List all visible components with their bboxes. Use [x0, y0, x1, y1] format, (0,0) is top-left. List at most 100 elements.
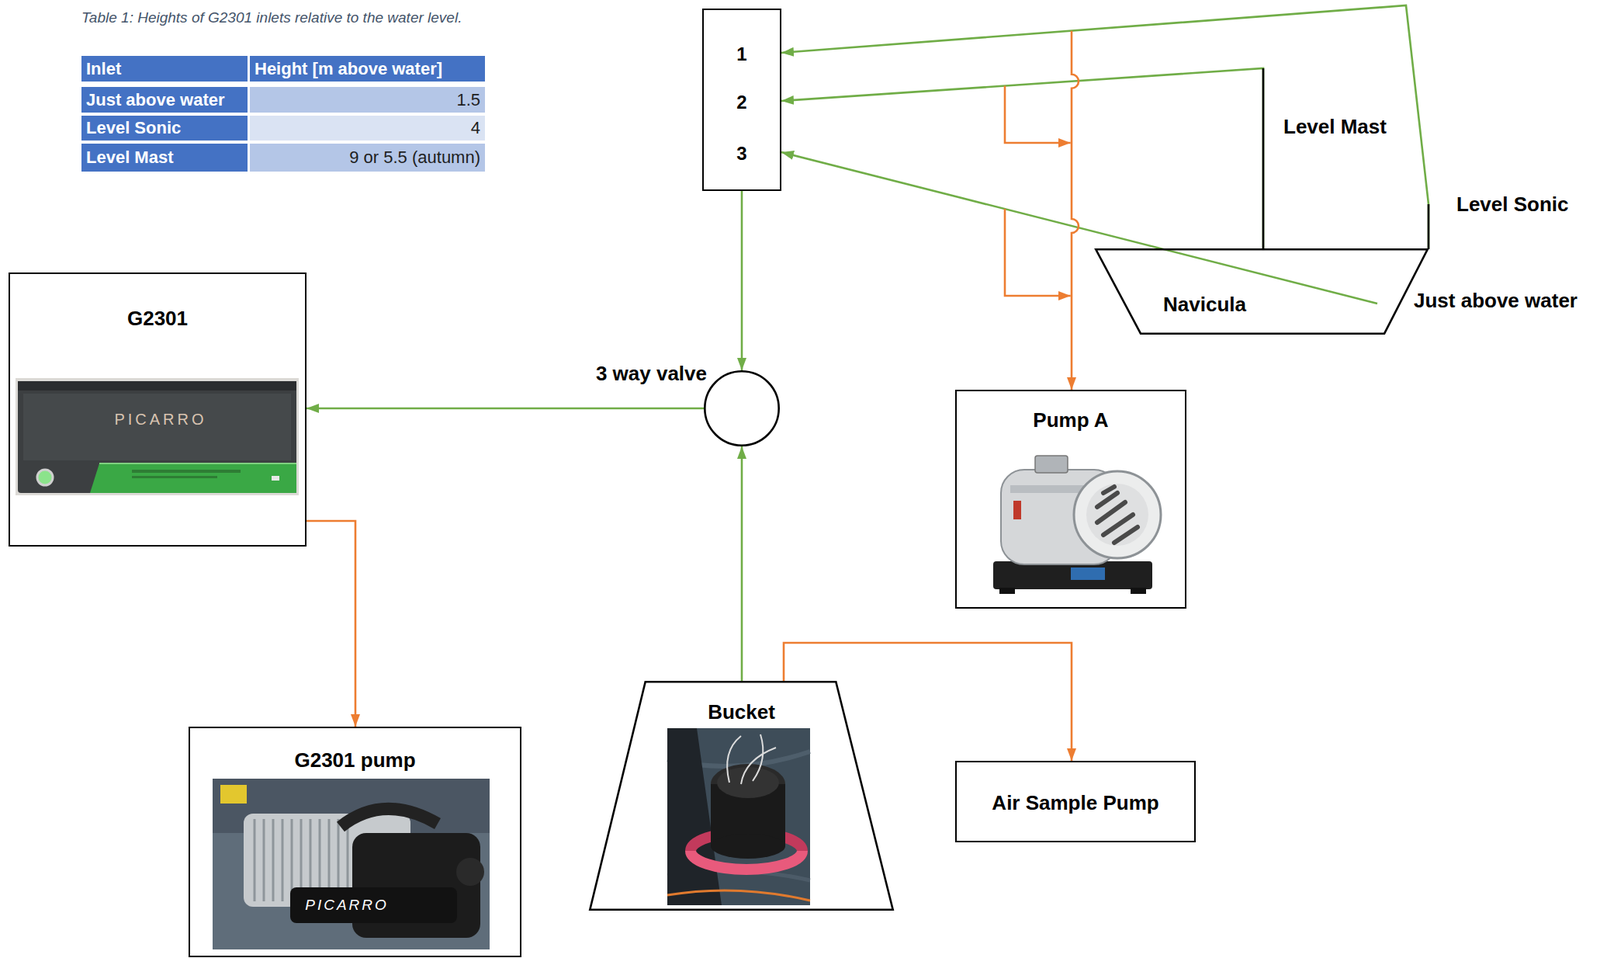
box-title: G2301: [127, 306, 188, 330]
bucket-photo-part: [716, 766, 780, 798]
fan-grille-part: [1103, 486, 1115, 493]
g2301-pump-photo-part: [212, 778, 490, 949]
label-slot: Level Sonic: [1456, 192, 1569, 216]
pump-line: [783, 642, 1072, 761]
inlet-label: Level Mast: [1283, 114, 1387, 139]
valve-label: 3 way valve: [595, 361, 707, 385]
valve-circle-outline: [703, 370, 780, 447]
analyzer-photo-part: [37, 469, 53, 485]
port-number: 1: [736, 42, 747, 66]
fan-grille: [1097, 486, 1138, 543]
cell-text: Just above water: [86, 90, 226, 111]
g2301-pump-photo-part: [220, 784, 247, 804]
pump-line: [306, 520, 356, 727]
fan-grille-part: [1097, 502, 1126, 523]
box-title: G2301 pump: [294, 748, 416, 772]
mast-poles: [1263, 68, 1429, 250]
g2301-pump-photo-part: [456, 857, 485, 886]
boat-hull: Navicula: [1094, 248, 1429, 335]
table-cell: Height [m above water]: [249, 55, 485, 82]
inlet-label: Just above water: [1413, 288, 1578, 312]
pump-a-photo-part: [1073, 470, 1161, 558]
table-cell: Inlet: [81, 55, 248, 82]
box-title: Bucket: [707, 699, 776, 724]
manifold-box: 1 2 3: [702, 8, 782, 191]
bucket-photo-part: [667, 890, 811, 901]
gas-line: [741, 190, 744, 371]
cell-text: Height [m above water]: [254, 58, 443, 80]
pump-line: [1004, 86, 1071, 144]
boat-name: Navicula: [1163, 292, 1247, 316]
cooling-fins-part: [281, 818, 284, 901]
fan-grille-part: [1114, 526, 1138, 543]
bucket-photo-part: [667, 727, 811, 905]
label-slot: PICARRO: [304, 893, 389, 917]
bucket-shape: Bucket: [588, 680, 894, 911]
analyzer-photo: [15, 377, 299, 496]
gas-line: [741, 446, 744, 681]
pump-a-photo: [993, 455, 1161, 594]
pump-line: [1071, 31, 1079, 390]
cooling-fins-part: [253, 818, 257, 901]
table-cell: Level Mast: [81, 143, 248, 172]
pump-a-photo-part: [1070, 567, 1105, 580]
label-slot: PICARRO: [114, 407, 207, 431]
valve-circle-line: [704, 370, 779, 445]
analyzer-photo-part: [131, 475, 218, 478]
pump-line-group: [1004, 31, 1079, 390]
pump-box: Pump A: [955, 389, 1187, 609]
analyzer-photo-part: [99, 462, 297, 465]
analyzer-photo-part: [131, 469, 241, 473]
cooling-fins-part: [263, 818, 266, 901]
table-cell: Level Sonic: [81, 115, 248, 141]
table-cell: 4: [249, 115, 485, 141]
analyzer-photo-part: [23, 393, 291, 461]
pump-a-photo-part: [1035, 455, 1068, 473]
cooling-fins-part: [272, 818, 275, 901]
fan-grille-part: [1097, 492, 1118, 507]
mast-poles-part: [1427, 204, 1431, 250]
brand-mark: PICARRO: [114, 407, 207, 431]
port-number: 2: [736, 90, 747, 115]
analyzer-photo-part: [17, 380, 297, 493]
analyzer-photo-part: [90, 463, 297, 493]
mast-poles-part: [1262, 68, 1265, 250]
pump-a-photo-part: [1013, 500, 1022, 520]
analyzer-photo-part: [271, 475, 280, 481]
gas-line: [781, 5, 1429, 249]
table-caption: Table 1: Heights of G2301 inlets relativ…: [81, 8, 493, 28]
table-cell: Just above water: [81, 86, 248, 113]
port-number: 3: [736, 141, 747, 166]
label-slot: Level Mast: [1283, 114, 1387, 139]
table-cell: 1.5: [249, 86, 485, 113]
bucket-photo: [667, 727, 811, 905]
gas-line: [306, 407, 704, 410]
inlet-label: Level Sonic: [1456, 192, 1569, 216]
table-cell: 9 or 5.5 (autumn): [249, 143, 485, 172]
cell-text: 1.5: [456, 90, 481, 111]
g2301-pump-photo: [212, 778, 490, 949]
cell-text: 4: [470, 117, 481, 139]
g2301-pump-photo-part: [340, 808, 438, 827]
pump-line: [1004, 208, 1071, 296]
boat-hull-line: [1095, 249, 1427, 333]
brand-mark: PICARRO: [304, 893, 389, 917]
g2301-pump-photo-part: [290, 886, 458, 923]
pump-box: Air Sample Pump: [955, 760, 1196, 842]
boat-hull-outline: [1094, 248, 1429, 335]
cell-text: 9 or 5.5 (autumn): [349, 147, 481, 168]
cell-text: Inlet: [86, 58, 122, 80]
box-title: Pump A: [1032, 408, 1109, 432]
analyzer-box: G2301: [8, 272, 307, 547]
pump-box: G2301 pump: [188, 726, 522, 957]
pump-a-photo-part: [993, 561, 1153, 589]
bucket-shape-line: [589, 681, 893, 909]
box-title: Air Sample Pump: [991, 790, 1159, 814]
pump-a-photo-part: [1086, 483, 1149, 546]
pump-a-photo-part: [999, 587, 1015, 594]
cell-text: Level Sonic: [86, 117, 181, 139]
cell-text: Level Mast: [86, 147, 174, 168]
bucket-photo-part: [710, 833, 786, 859]
analyzer-photo-part: [15, 377, 299, 496]
label-slot: Table 1: Heights of G2301 inlets relativ…: [81, 8, 493, 28]
